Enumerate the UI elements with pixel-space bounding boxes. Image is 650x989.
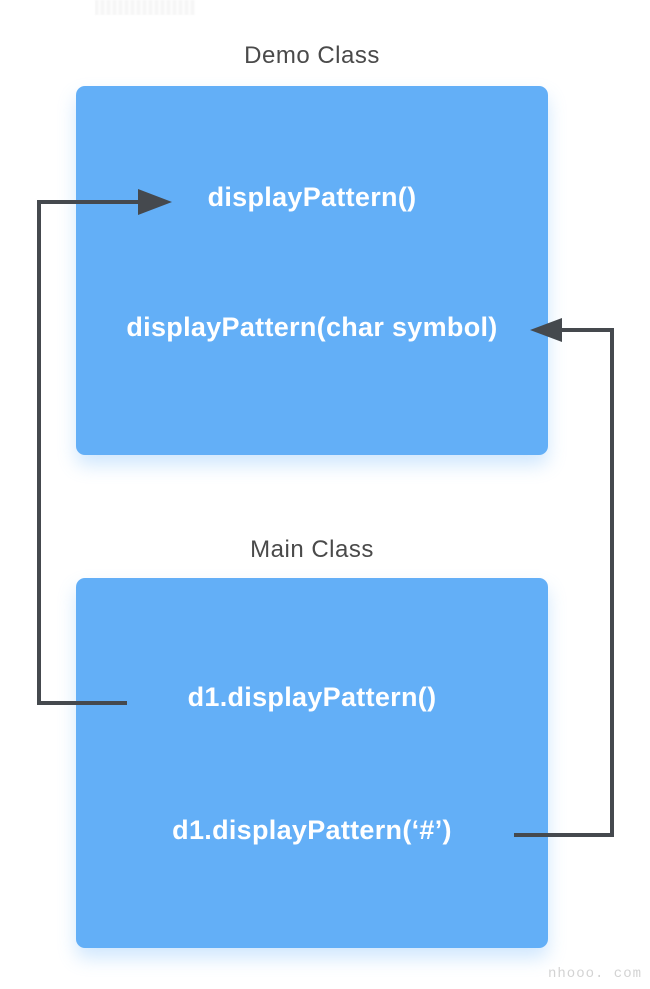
main-class-box: d1.displayPattern() d1.displayPattern(‘#… <box>76 578 548 948</box>
call-display-pattern: d1.displayPattern() <box>187 682 437 712</box>
method-display-pattern-char-symbol: displayPattern(char symbol) <box>126 312 498 342</box>
watermark: nhooo. com <box>547 966 642 982</box>
call-display-pattern-symbol: d1.displayPattern(‘#’) <box>172 815 452 845</box>
artifact-smudge <box>95 0 195 15</box>
method-display-pattern: displayPattern() <box>207 182 417 212</box>
demo-class-title: Demo Class <box>244 42 380 69</box>
demo-class-box: displayPattern() displayPattern(char sym… <box>76 86 548 455</box>
main-class-title: Main Class <box>250 536 374 563</box>
